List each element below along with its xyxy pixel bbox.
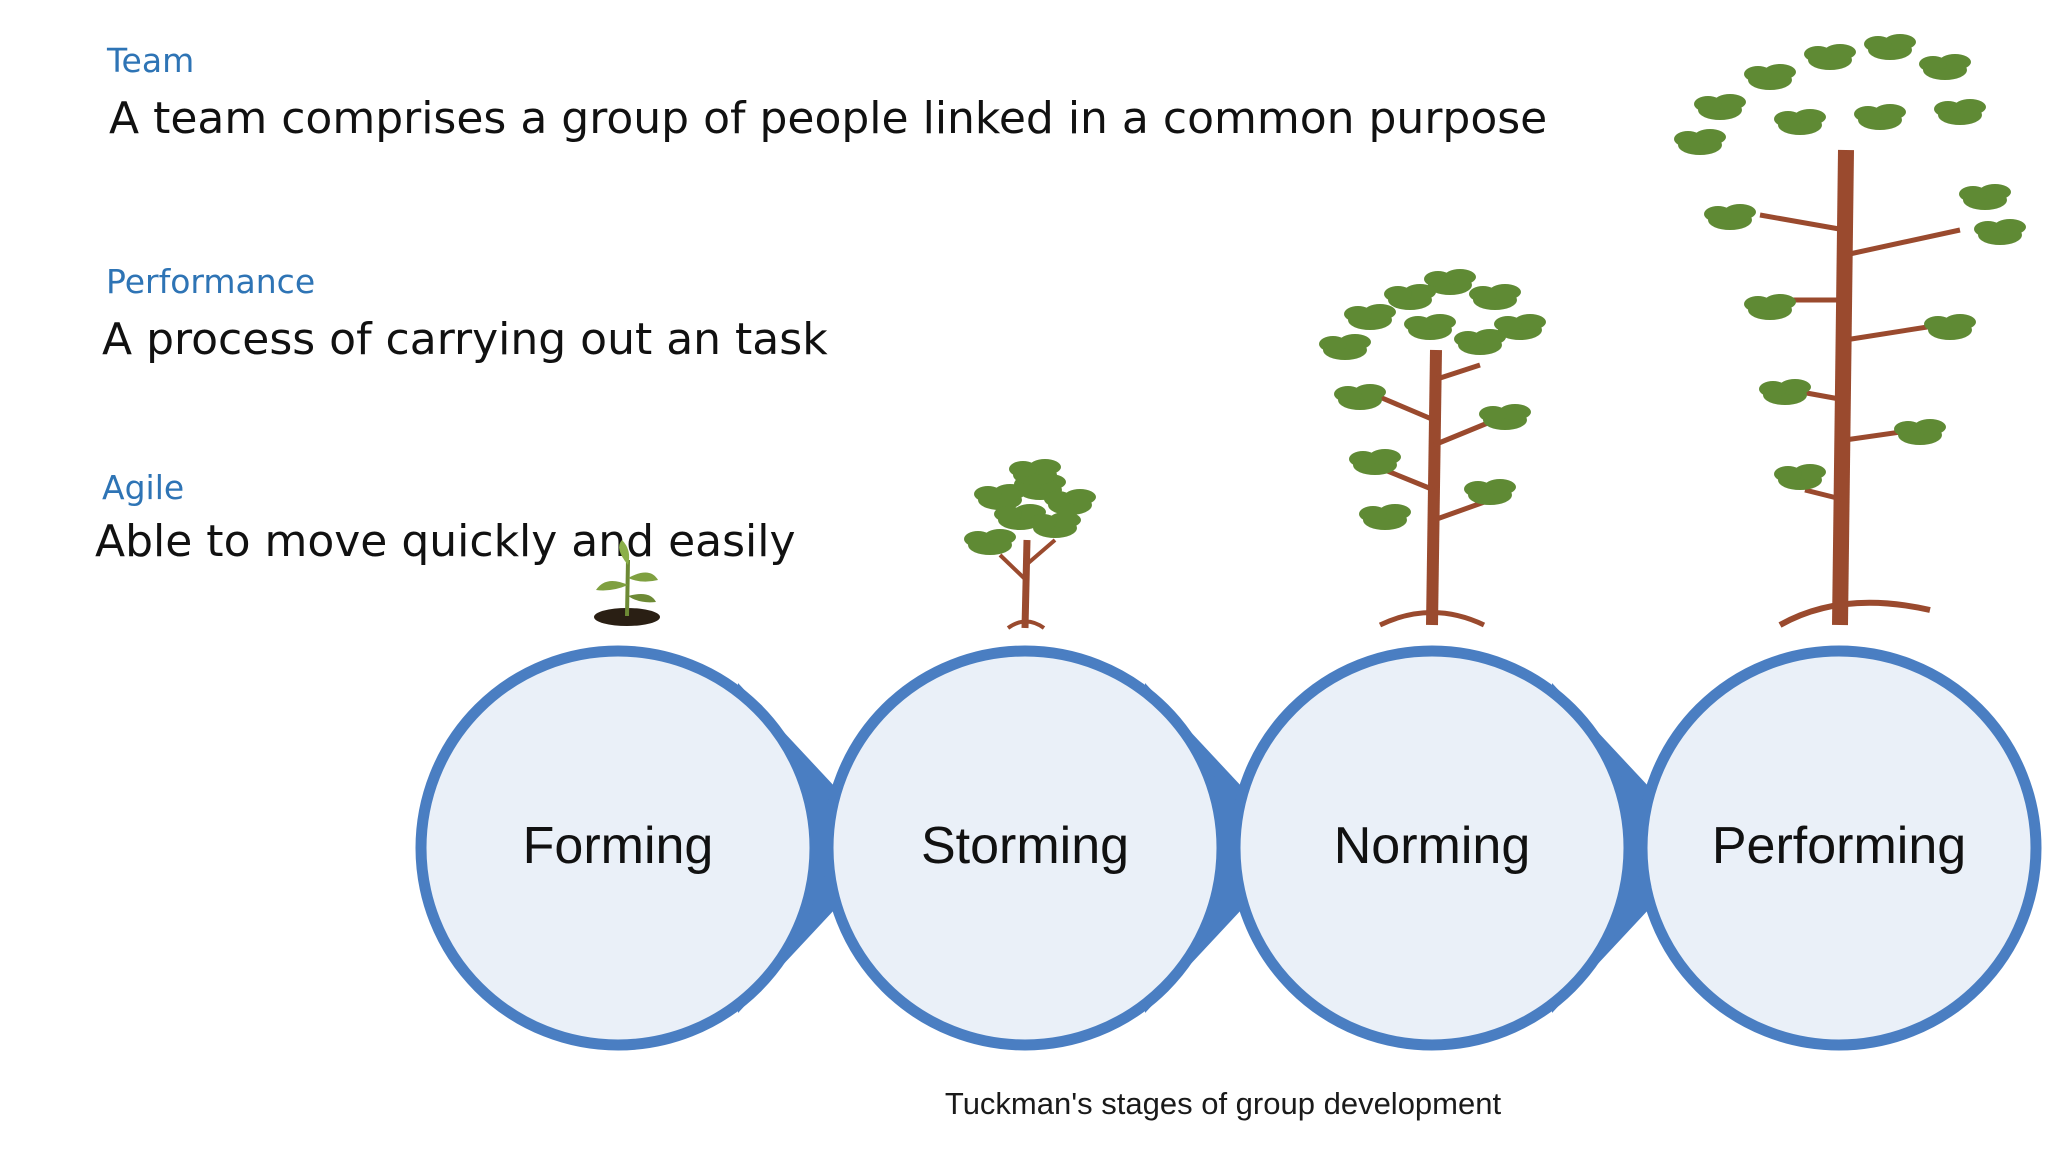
stage-circle-norming [1229,645,1635,1051]
stage-label-performing: Performing [1712,817,1966,875]
definition-text: A process of carrying out an task [102,314,828,365]
stage-circle-performing [1636,645,2042,1051]
medium-tree-icon [1319,269,1546,628]
definition-team: Team A team comprises a group of people … [107,44,1547,141]
definition-performance: Performance A process of carrying out an… [102,262,828,362]
stage-label-forming: Forming [523,817,714,875]
tree-illustrations [594,34,2026,630]
definition-agile: Agile Able to move quickly and easily [95,468,796,564]
stage-label-storming: Storming [921,817,1129,875]
diagram-caption: Tuckman's stages of group development [945,1086,1502,1121]
term-label: Agile [102,468,185,507]
stage-circle-forming [415,645,821,1051]
definition-text: Able to move quickly and easily [95,516,796,567]
definition-text: A team comprises a group of people linke… [109,93,1548,144]
small-tree-icon [964,459,1096,630]
term-label: Performance [106,262,316,301]
stage-circles [415,645,2042,1051]
seedling-icon [594,540,660,626]
stage-circle-storming [822,645,1228,1051]
tall-tree-icon [1674,34,2026,628]
term-label: Team [107,41,195,80]
stage-label-norming: Norming [1334,817,1531,875]
